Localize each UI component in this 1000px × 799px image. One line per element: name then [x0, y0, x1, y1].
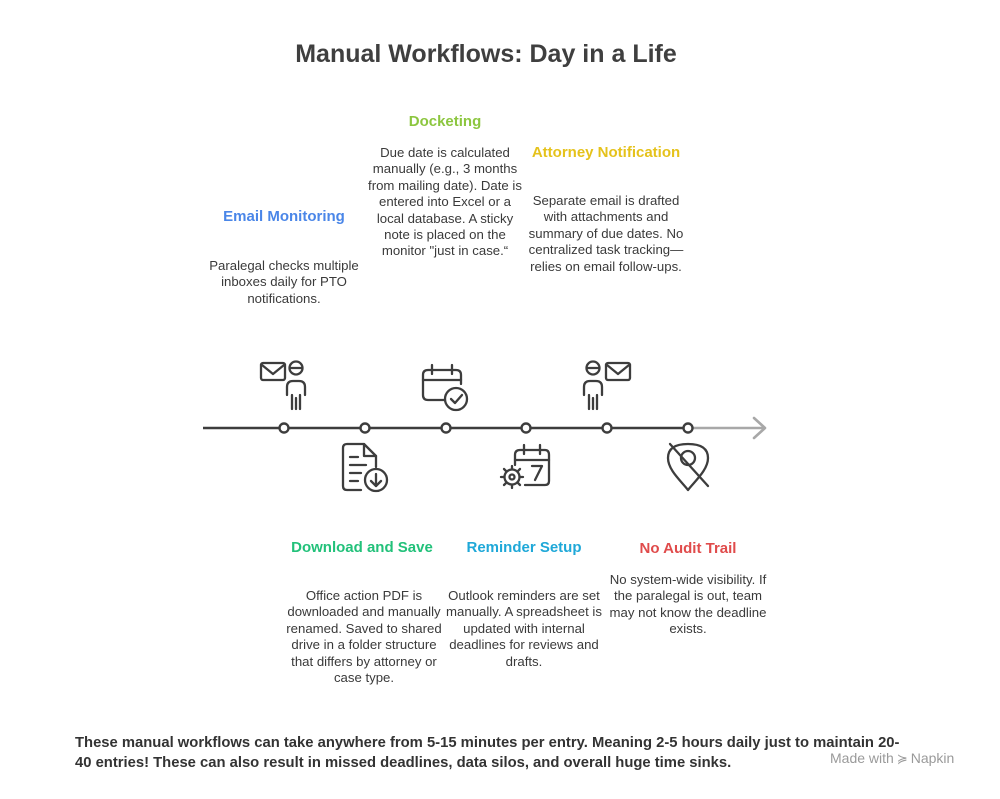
document-download-icon — [341, 442, 389, 493]
timeline-node — [440, 422, 452, 434]
timeline-node — [278, 422, 290, 434]
email-person-icon — [259, 360, 307, 411]
footer-summary: These manual workflows can take anywhere… — [75, 735, 900, 771]
brand-name: Napkin — [910, 750, 955, 766]
stage-title-download-and-save: Download and Save — [291, 539, 433, 556]
stage-desc-no-audit-trail: No system-wide visibility. If the parale… — [609, 572, 767, 637]
stage-title-no-audit-trail: No Audit Trail — [639, 540, 737, 557]
brand-prefix: Made with — [830, 750, 894, 766]
stage-title-attorney-notification: Attorney Notification — [531, 144, 681, 161]
brand-watermark[interactable]: Made with≽Napkin — [828, 750, 957, 767]
timeline-node — [601, 422, 613, 434]
location-off-icon — [666, 442, 710, 492]
stage-title-reminder-setup: Reminder Setup — [466, 539, 582, 556]
stage-desc-attorney-notification: Separate email is drafted with attachmen… — [528, 193, 684, 274]
stage-title-docketing: Docketing — [408, 113, 482, 130]
napkin-icon: ≽ — [896, 751, 908, 766]
stage-desc-email-monitoring: Paralegal checks multiple inboxes daily … — [209, 258, 359, 306]
timeline-node — [520, 422, 532, 434]
timeline — [203, 360, 767, 493]
stage-desc-reminder-setup: Outlook reminders are set manually. A sp… — [446, 588, 602, 669]
timeline-node — [682, 422, 694, 434]
stage-desc-download-and-save: Office action PDF is downloaded and manu… — [286, 588, 442, 686]
timeline-arrowhead — [752, 416, 767, 440]
page-title: Manual Workflows: Day in a Life — [295, 40, 677, 68]
calendar-gear-icon — [499, 443, 551, 490]
timeline-node — [359, 422, 371, 434]
stage-title-email-monitoring: Email Monitoring — [223, 208, 345, 225]
stage-desc-docketing: Due date is calculated manually (e.g., 3… — [368, 145, 522, 259]
calendar-check-icon — [421, 363, 469, 412]
person-email-icon — [582, 360, 632, 411]
